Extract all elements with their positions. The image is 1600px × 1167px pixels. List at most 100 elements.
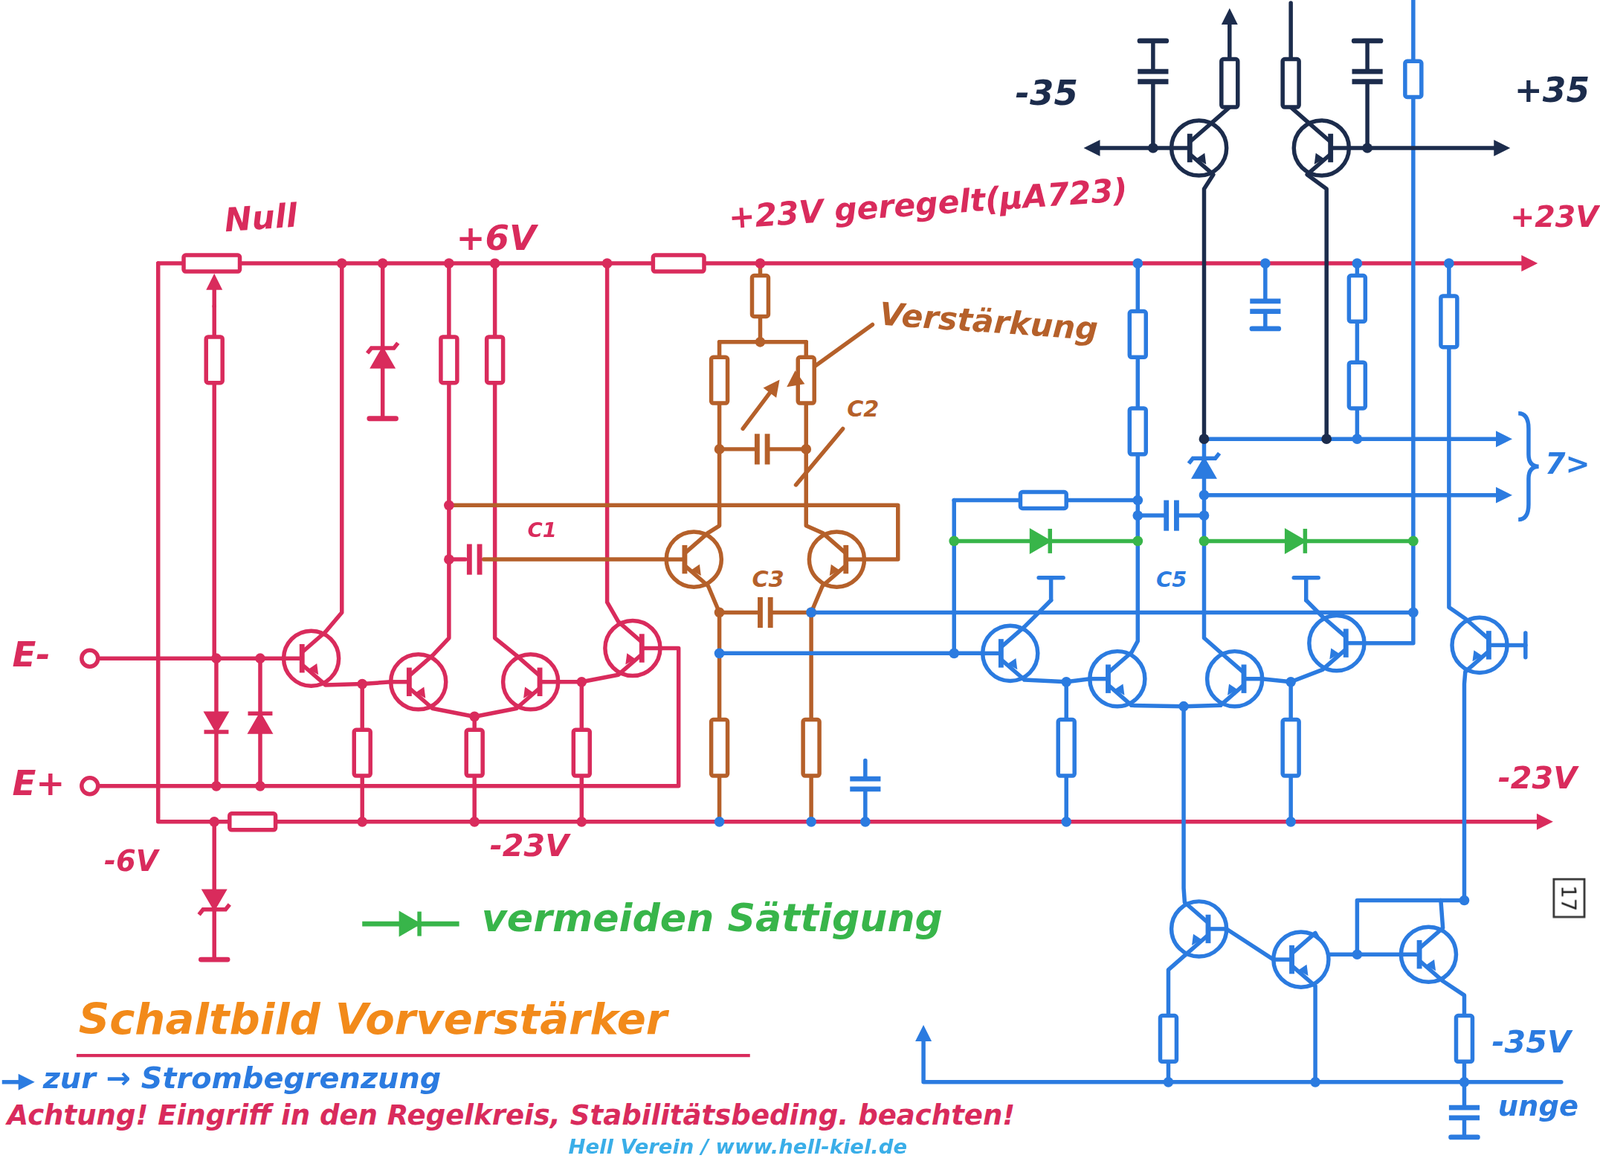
transistor-lead: [982, 651, 1002, 656]
resistor-symbol: [1440, 295, 1458, 348]
capacitor-plate: [477, 544, 483, 575]
junction-dot: [1060, 676, 1072, 687]
transistor-symbol: [1452, 617, 1508, 673]
junction-dot: [714, 648, 725, 659]
junction-dot: [1351, 257, 1363, 269]
resistor-symbol: [1129, 408, 1146, 455]
capacitor-gap: [1166, 498, 1177, 534]
transistor-lead: [539, 679, 559, 684]
transistor-symbol: [1089, 651, 1145, 707]
junction-dot: [1443, 257, 1455, 269]
junction-dot: [1163, 1076, 1174, 1087]
resistor-symbol: [751, 275, 769, 317]
transistor-symbol: [284, 630, 340, 686]
junction-dot: [1132, 495, 1143, 506]
emitter-arrow: [1114, 683, 1129, 698]
label-text: -35: [1013, 73, 1081, 114]
diode-symbol: [367, 342, 398, 368]
junction-dot: [377, 257, 389, 269]
label-text: zur → Strombegrenzung: [40, 1060, 444, 1096]
wire: [1307, 174, 1327, 439]
capacitor-plate: [1351, 78, 1383, 85]
transistor-symbol: [1293, 120, 1349, 176]
wire: [558, 674, 619, 682]
zener-bar: [367, 342, 398, 354]
transistor-lead: [1419, 927, 1444, 948]
resistor-symbol: [183, 255, 240, 272]
junction-dot: [469, 711, 480, 722]
wire: [484, 556, 667, 561]
diode-bar: [1303, 528, 1308, 554]
junction-dot: [805, 607, 817, 618]
label-text: C5: [1153, 567, 1189, 592]
arrow-head: [915, 1024, 932, 1041]
label-text: 7>: [1542, 446, 1592, 481]
junction-dot: [443, 553, 455, 565]
wire: [1313, 985, 1317, 1082]
junction-dot: [336, 257, 348, 269]
diode-bar: [203, 729, 229, 734]
junction-dot: [602, 257, 613, 269]
ground-bar: [1353, 37, 1381, 44]
capacitor-plate: [1351, 69, 1383, 75]
node-text: 17: [1556, 884, 1581, 911]
label-text: +23V geregelt(µA723): [724, 171, 1131, 237]
junction-dot: [576, 816, 587, 827]
wire: [1304, 577, 1308, 600]
label-text: Verstärkung: [876, 295, 1102, 348]
junction-dot: [1285, 816, 1296, 827]
junction-dot: [356, 678, 368, 690]
bracket: [1518, 413, 1539, 520]
transistor-lead: [684, 532, 709, 553]
diode-body: [202, 889, 226, 910]
transistor-lead: [1220, 652, 1244, 673]
capacitor-plate: [1137, 69, 1169, 75]
junction-dot: [1351, 948, 1363, 960]
wire: [1226, 928, 1274, 960]
transistor-lead: [1171, 145, 1191, 150]
wire: [432, 263, 450, 656]
resistor-symbol: [1129, 311, 1146, 358]
junction-dot: [755, 257, 766, 269]
capacitor-gap: [469, 542, 480, 577]
diode-body: [205, 712, 228, 732]
transistor-symbol: [503, 654, 559, 710]
resistor-symbol: [1348, 362, 1366, 409]
junction-dot: [443, 257, 455, 269]
wire: [1523, 632, 1528, 658]
transistor-lead: [1345, 640, 1365, 645]
transistor-lead: [301, 631, 326, 653]
transistor-symbol: [666, 531, 722, 587]
junction-dot: [1060, 816, 1072, 827]
resistor-symbol: [229, 813, 276, 830]
resistor-symbol: [573, 729, 590, 776]
title-underline: [76, 1053, 751, 1057]
emitter-arrow: [691, 564, 706, 579]
label-text: +6V: [454, 218, 539, 259]
label-text: -35V: [1489, 1024, 1574, 1060]
capacitor-gap: [759, 594, 771, 630]
wire: [811, 610, 1414, 615]
wire: [1365, 43, 1369, 148]
wire: [1263, 263, 1267, 327]
transistor-lead: [1208, 926, 1227, 931]
transistor-lead: [1189, 121, 1214, 142]
emitter-arrow: [1196, 153, 1211, 168]
capacitor-plate: [1449, 1114, 1480, 1120]
wire: [1024, 600, 1052, 627]
arrow-head: [782, 370, 806, 394]
junction-dot: [255, 652, 266, 664]
diode-symbol: [400, 911, 420, 937]
label-text: Achtung! Eingriff in den Regelkreis, Sta…: [5, 1098, 1018, 1131]
ground-bar: [1451, 1133, 1479, 1140]
resistor-symbol: [802, 719, 820, 776]
label-text: E+: [10, 763, 67, 804]
capacitor-plate: [765, 433, 771, 464]
capacitor-plate: [757, 597, 763, 628]
capacitor-plate: [1137, 78, 1169, 85]
capacitor-gap: [1248, 301, 1284, 312]
wire: [1024, 678, 1090, 682]
diode-symbol: [1030, 528, 1050, 554]
transistor-symbol: [982, 625, 1038, 681]
junction-dot: [576, 676, 587, 687]
